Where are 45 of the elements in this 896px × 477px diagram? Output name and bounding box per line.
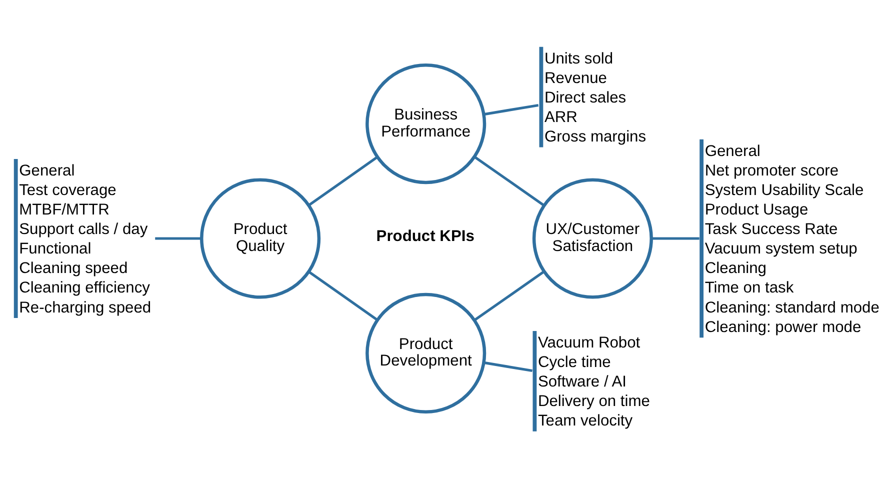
node-label: Cleaning efficiency [19,280,150,297]
node-label: Software / AI [538,374,627,391]
node-label: Re-charging speed [19,299,152,316]
node-label: MTBF/MTTR [19,202,110,219]
connector [308,270,378,321]
node-label: Product Usage [704,202,808,219]
connector [484,361,532,372]
node-label: Delivery on time [538,393,650,410]
node-label: Cleaning speed [19,260,128,278]
node-label: Gross margins [544,128,646,146]
connector [484,104,539,116]
node-label: ARR [544,108,578,126]
connector [155,237,202,240]
connector [308,156,378,206]
node-box [539,46,544,148]
node-label: Direct sales [544,89,626,106]
node-label: Net promoter score [704,162,839,180]
node-label: Cleaning [704,260,767,278]
node-label: Support calls / day [19,221,148,238]
node-label: Task Success Rate [704,221,838,238]
connector [474,270,545,322]
node-label: Test coverage [19,182,116,199]
node-label: Vacuum system setup [704,240,858,258]
node-label: General [704,142,760,160]
node-label: Time on task [704,280,794,297]
connector [474,156,545,206]
node-box [532,331,537,432]
node-box [14,158,18,318]
node-label: Cleaning: power mode [704,318,862,336]
node-label: Team velocity [538,412,633,430]
node-circle: Business Performance [366,63,486,184]
node-label: General [19,162,75,180]
node-box [700,139,704,338]
node-label: Vacuum Robot [538,334,640,352]
label: Product KPIs [376,228,474,246]
connector [652,237,700,240]
node-label: Functional [19,240,92,258]
node-label: System Usability Scale [704,182,864,199]
node-circle: Product Quality [200,178,321,299]
node-label: Units sold [544,50,614,68]
node-circle: Product Development [366,292,486,414]
node-label: Revenue [544,70,608,87]
node-circle: UX/Customer Satisfaction [532,178,653,299]
node-label: Cycle time [538,354,611,372]
node-label: Cleaning: standard mode [704,299,880,316]
